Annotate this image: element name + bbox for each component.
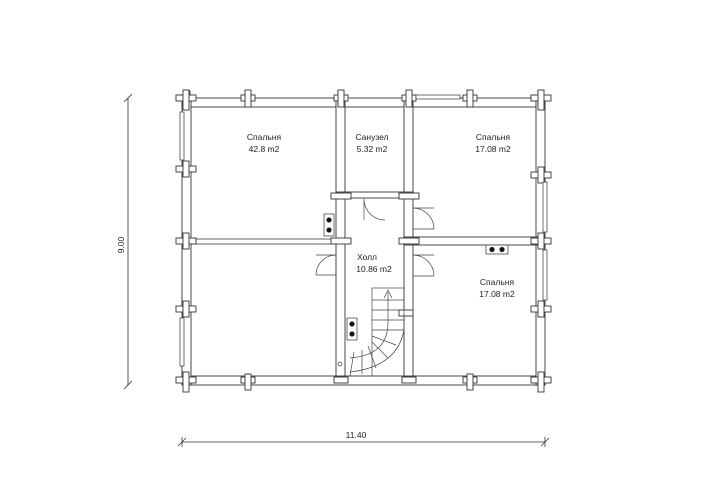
outlet-icon [489,246,495,253]
wall-bedrooms-divider [403,236,546,246]
joint [398,237,420,245]
dim-tick [123,93,133,103]
stair-frame [371,287,405,377]
room-labels: Спальня 42.8 m2 Санузел 5.32 m2 Спальня … [247,132,515,299]
room-name-bedroom-large: Спальня [247,132,282,142]
wall-bottom [181,375,546,386]
wall-hall-left [335,197,346,377]
stair-step [371,335,397,346]
joint [405,89,413,108]
door-bedroom-left [315,254,337,276]
fixtures [323,213,509,367]
outlet-block [346,317,358,341]
dim-width-label: 11.40 [346,430,367,440]
room-name-bedroom-bottom-right: Спальня [480,277,515,287]
joint [537,232,545,250]
dimension-horizontal: 11.40 [177,430,550,447]
joint [244,373,252,391]
wall-top [181,97,546,108]
log-joints [175,89,552,393]
joint [466,89,474,108]
joint [182,300,190,318]
joint [337,89,345,108]
door-bedroom-bottom-right [412,254,435,277]
window [179,111,185,161]
joint [244,89,252,108]
room-area-bathroom: 5.32 m2 [357,144,388,154]
window [542,249,548,301]
stair-arrow [383,289,393,299]
dimension-vertical: 9.00 [116,93,133,390]
stair-step [371,341,389,359]
window [542,181,548,233]
dim-tick [540,437,550,447]
joint [466,373,474,391]
joint [537,166,545,184]
door-bedroom-top-right [412,207,435,230]
outlet-icon [349,331,355,337]
outlet-icon [326,217,332,223]
joint [398,192,420,200]
outlet-icon [326,227,332,233]
outlet-block [323,213,335,237]
wall-bathroom-left [335,97,346,199]
door-bathroom [363,198,386,221]
dim-tick [123,380,133,390]
outlet-icon [499,246,505,253]
room-area-bedroom-large: 42.8 m2 [249,144,280,154]
dim-tick [177,437,187,447]
outlet-icon [349,321,355,327]
stair-step [349,351,355,377]
room-area-hall: 10.86 m2 [356,264,392,274]
staircase [349,287,405,377]
wall-hall-right [403,197,414,377]
joint [333,376,349,384]
room-area-bedroom-top-right: 17.08 m2 [475,144,511,154]
room-name-bathroom: Санузел [355,132,388,142]
window [179,317,185,367]
outlet-block [485,244,509,255]
joint [182,232,190,250]
stair-curve-outer [349,329,405,373]
wall-bathroom-right [403,97,414,199]
fixture-circle [337,361,343,367]
joint [401,376,417,384]
joint [182,160,190,178]
room-name-hall: Холл [357,252,377,262]
joint [537,300,545,318]
room-area-bedroom-bottom-right: 17.08 m2 [479,289,515,299]
joint [537,371,545,393]
joint [330,237,352,245]
joint [182,371,190,393]
joint [537,89,545,111]
joint [182,89,190,111]
stair-step [367,345,377,369]
joint [398,309,414,317]
room-name-bedroom-top-right: Спальня [476,132,511,142]
dim-height-label: 9.00 [116,236,126,253]
doors [315,198,435,277]
window [415,94,461,100]
joint [330,192,352,200]
